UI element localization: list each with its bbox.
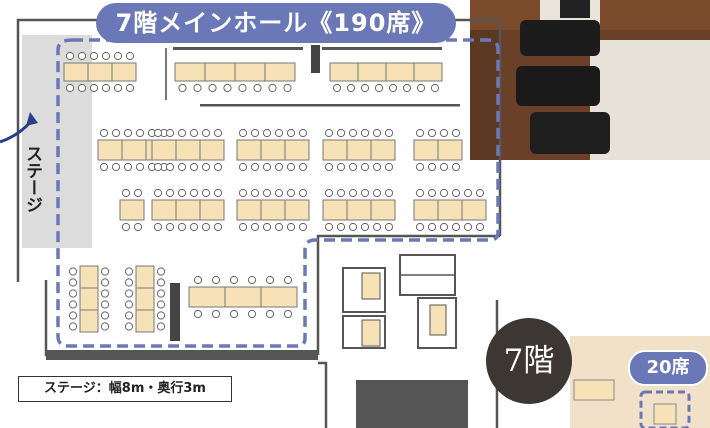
hall-fixtures	[165, 45, 460, 341]
seat-count-badge: 20席	[628, 350, 708, 386]
hall-boundary	[56, 38, 500, 348]
table-group	[63, 51, 137, 93]
arrow-icon	[0, 112, 38, 144]
table-group	[188, 275, 298, 319]
table-group	[413, 188, 487, 232]
table-group	[68, 265, 110, 333]
bottom-wall	[46, 350, 318, 360]
table-group	[329, 62, 443, 93]
floor-badge: 7階	[486, 318, 572, 404]
restaurant-photo	[470, 0, 710, 160]
hall-title: 7階メインホール《190席》	[96, 3, 456, 43]
table-group	[322, 188, 396, 232]
table-group	[151, 188, 225, 232]
stage-size-info: ステージ：幅8m・奥行3m	[18, 376, 232, 402]
dining-tables	[63, 51, 487, 333]
table-group	[236, 128, 310, 172]
stage-label: ステージ	[22, 145, 42, 213]
lower-fixtures	[342, 254, 691, 428]
table-group	[174, 62, 296, 93]
table-group	[413, 128, 463, 172]
table-group	[124, 265, 166, 333]
table-group	[236, 188, 310, 232]
table-group	[151, 128, 225, 172]
table-group	[119, 188, 145, 232]
table-group	[322, 128, 396, 172]
